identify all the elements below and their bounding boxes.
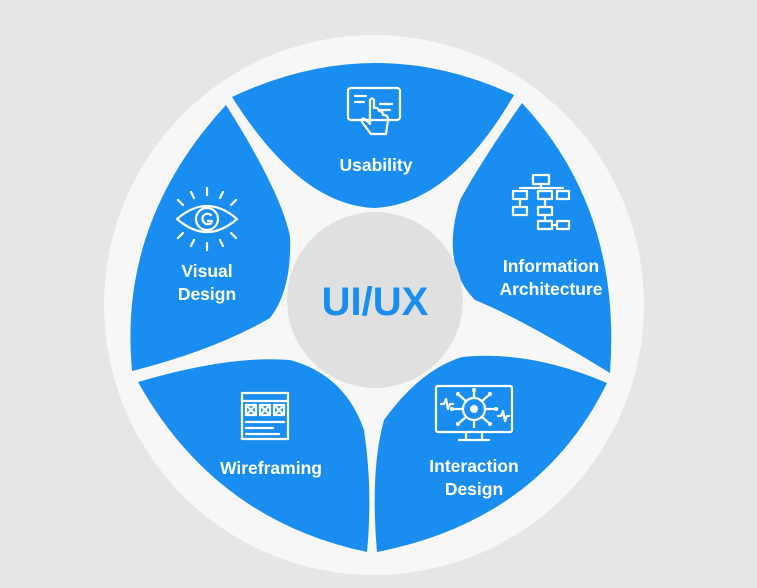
eye-icon [175,186,239,252]
tablet-touch-icon [346,86,402,136]
segment-information-architecture [452,103,612,373]
segment-usability [232,62,514,208]
segment-label-interaction: Interaction [429,456,518,476]
segment-label-visual: Visual [181,261,232,281]
segment-label-usability: Usability [340,155,413,175]
sitemap-icon [511,173,571,231]
segment-label-design-2: Design [445,479,503,499]
segment-interaction-design [374,355,607,552]
segment-label-information: Information [503,256,599,276]
hub-label: UI/UX [322,280,429,324]
segment-label-wireframing: Wireframing [220,458,322,478]
segment-wireframing [138,359,370,552]
segment-label-architecture: Architecture [499,279,602,299]
hub-circle [287,212,463,388]
segment-label-design-1: Design [178,284,236,304]
wireframe-icon [240,391,290,441]
segment-visual-design [130,105,291,371]
monitor-network-icon [434,384,514,442]
